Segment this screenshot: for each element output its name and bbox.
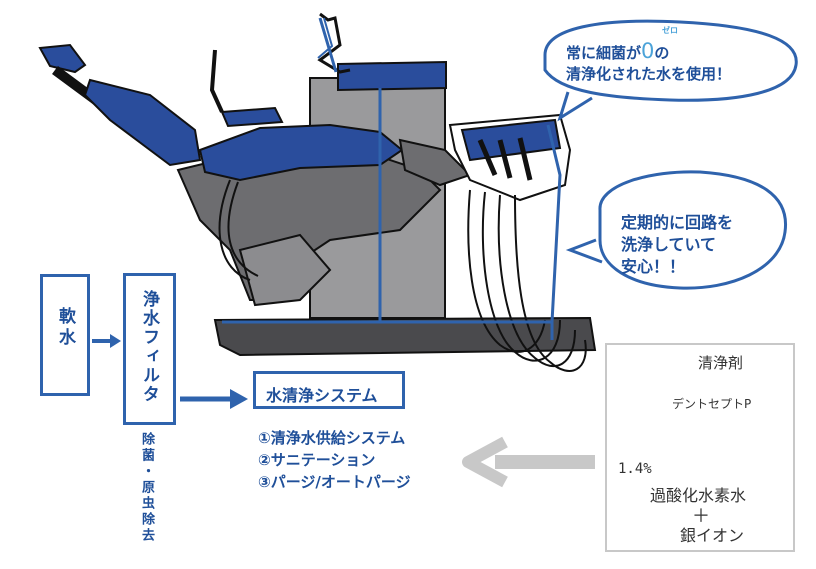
cleaner-panel — [605, 343, 795, 552]
cleaner-silver-ion: 銀イオン — [680, 526, 745, 545]
bubble-top-line1-post: の — [654, 44, 670, 62]
zero-digit: 0 — [641, 39, 655, 63]
water-line-tray — [546, 124, 562, 323]
overhead-arm — [317, 12, 351, 74]
water-system-box: 水清浄システム — [253, 371, 405, 409]
cleaner-product-name: デントセプトP — [672, 397, 752, 411]
features-list: ①清浄水供給システム ②サニテーション ③パージ/オートパージ — [258, 427, 411, 493]
feature-item: ②サニテーション — [258, 451, 376, 469]
bubble-right-line2: 洗浄していて — [621, 235, 717, 254]
filter-label: 浄水フィルタ — [139, 290, 159, 404]
filter-box: 浄水フィルタ — [123, 273, 176, 425]
feature-item: ③パージ/オートパージ — [258, 473, 411, 491]
bubble-right-text: 定期的に回路を 洗浄していて 安心！！ — [621, 212, 733, 278]
cleaner-concentration: 1.4% — [618, 461, 652, 477]
chair-footrest — [398, 138, 472, 187]
arrow-softwater-to-filter — [92, 334, 121, 348]
speech-bubble-right — [565, 170, 788, 290]
chair-armrest — [220, 106, 284, 128]
arrow-cleaner-to-features — [462, 436, 595, 488]
bubble-right-line3: 安心！！ — [621, 257, 686, 276]
chair-seat — [198, 123, 404, 182]
soft-water-label: 軟水 — [55, 307, 75, 349]
bubble-top-line1-pre: 常に細菌が — [566, 44, 642, 62]
cleaner-chemical: 過酸化水素水 — [650, 486, 747, 505]
bubble-top-text: 常に細菌が0の 清浄化された水を使用！ — [566, 41, 731, 85]
speech-bubble-top — [543, 19, 798, 122]
column-cap — [337, 60, 447, 92]
chair-headrest — [38, 43, 87, 74]
bubble-right-line1: 定期的に回路を — [621, 213, 734, 232]
arrow-filter-to-system — [180, 389, 248, 409]
cleaner-title: 清浄剤 — [698, 354, 744, 372]
bubble-top-line2: 清浄化された水を使用！ — [566, 65, 732, 83]
chair-backrest — [83, 78, 202, 167]
water-system-label: 水清浄システム — [266, 386, 378, 405]
soft-water-box: 軟水 — [40, 274, 90, 396]
feature-item: ①清浄水供給システム — [258, 429, 406, 447]
water-line-top — [318, 17, 338, 73]
cleaner-plus-sign: ＋ — [692, 506, 710, 527]
filter-note: 除菌・原虫除去 — [139, 432, 154, 544]
zero-furigana: ゼロ — [662, 26, 678, 35]
